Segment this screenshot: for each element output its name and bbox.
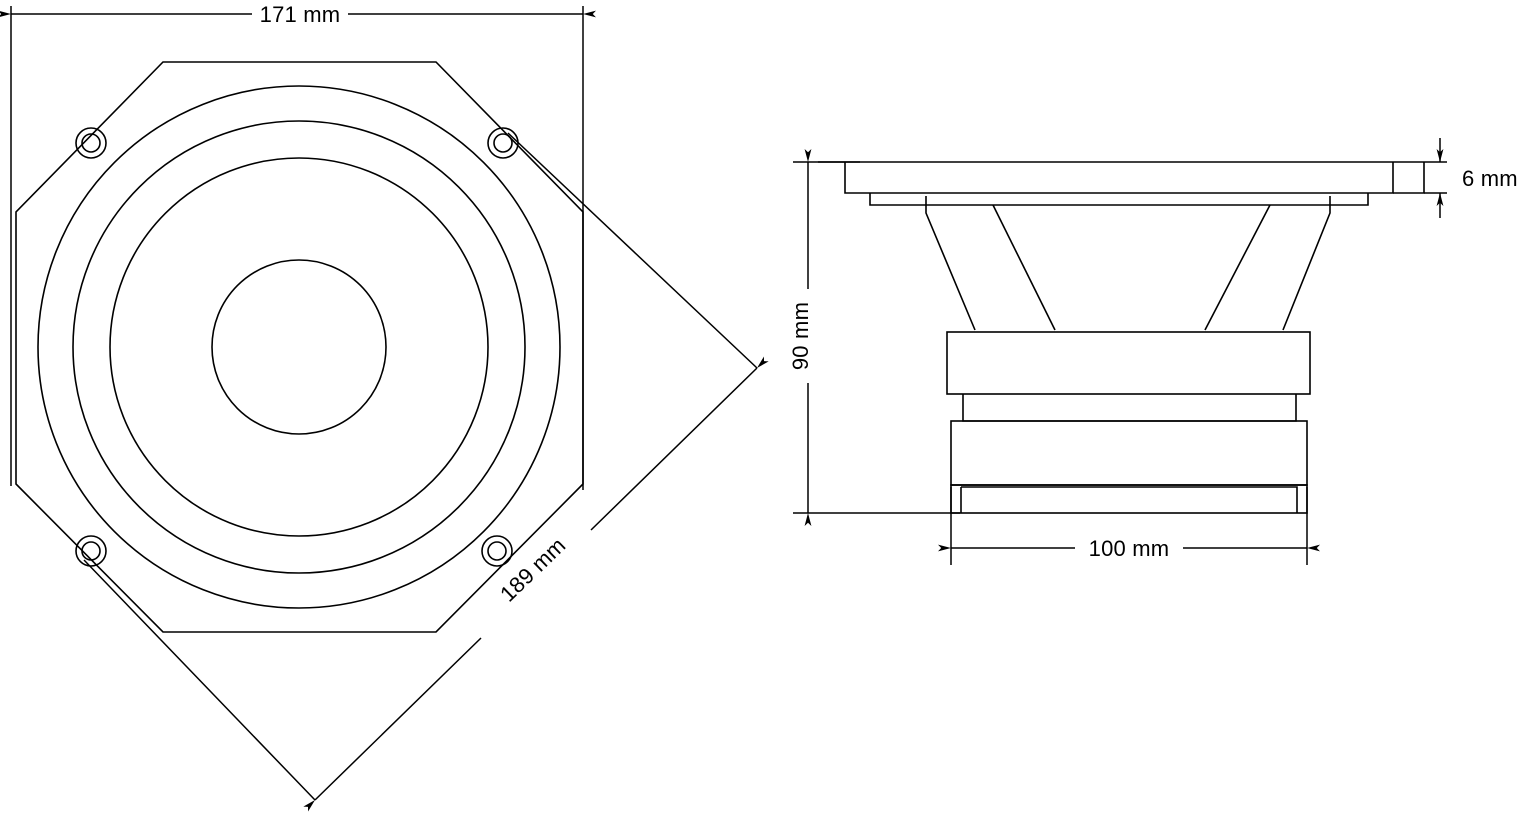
mounting-hole-top-right [487, 127, 519, 159]
mounting-hole-top-left [75, 127, 107, 159]
magnet-ring [950, 420, 1308, 486]
flange-plate [818, 161, 1425, 194]
dimension-100mm-label: 100 mm [1089, 536, 1170, 561]
mounting-hole-bottom-left [75, 535, 107, 567]
dimension-90mm-label: 90 mm [788, 302, 813, 370]
dust-cap-circle [211, 259, 387, 435]
magnet-waist [962, 394, 1297, 422]
gasket-plate [869, 193, 1369, 206]
dimension-189mm: 189 mm [83, 132, 769, 812]
dimension-90mm: 90 mm [788, 149, 960, 526]
cone-outer-circle [109, 157, 489, 537]
dimension-6mm: 6 mm [1424, 138, 1518, 218]
front-frame-octagon [15, 61, 584, 633]
dimension-171mm: 171 mm [0, 2, 596, 490]
surround-outer-circle [72, 120, 526, 574]
back-plate [950, 484, 1308, 514]
mounting-hole-bottom-right [481, 535, 513, 567]
cone-profile [925, 196, 1331, 331]
dimension-189mm-label: 189 mm [495, 533, 570, 607]
frame-outer-circle [37, 85, 561, 609]
front-view: 171 mm 189 mm [0, 2, 769, 812]
top-plate [946, 331, 1311, 395]
dimension-6mm-label: 6 mm [1462, 166, 1518, 191]
side-view: 90 mm 6 mm 100 mm [788, 138, 1518, 565]
dimension-171mm-label: 171 mm [260, 2, 341, 27]
dimension-100mm: 100 mm [938, 487, 1320, 565]
